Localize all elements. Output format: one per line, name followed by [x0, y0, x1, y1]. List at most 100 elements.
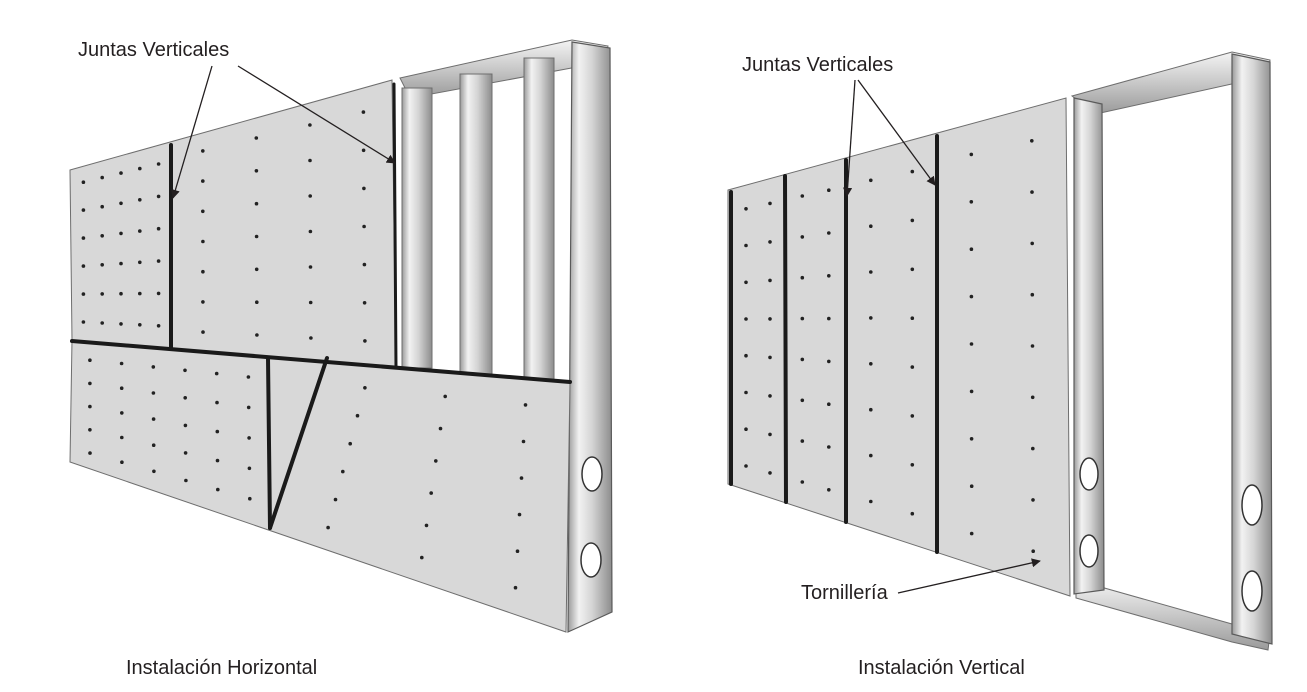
right-panel-b-screw [827, 274, 831, 278]
left-upper-a-screw [138, 166, 142, 171]
left-lower-b-screw [348, 441, 353, 446]
right-panel-c-screw [910, 463, 915, 467]
left-upper-a-screw [156, 162, 161, 166]
right-panel-d-screw [1030, 292, 1035, 297]
right-panel-d-screw [1030, 190, 1034, 194]
left-lower-a-screw [151, 365, 156, 369]
left-upper-a-screw [138, 229, 142, 233]
left-upper-b-screw [362, 262, 367, 267]
right-callout-label: Juntas Verticales [742, 54, 893, 76]
left-lower-b-screw [513, 585, 518, 590]
left-upper-a-screw [81, 208, 86, 212]
left-lower-a-screw [88, 428, 92, 432]
left-lower-b-screw [341, 469, 345, 474]
left-upper-b-screw [308, 229, 313, 234]
left-lower-a-screw [248, 496, 252, 501]
right-panel-c-screw [910, 169, 915, 174]
left-upper-b-screw [201, 239, 205, 244]
left-callout-label: Juntas Verticales [78, 39, 229, 61]
right-panel-d-screw [969, 389, 974, 394]
left-lower-a-screw [246, 405, 251, 410]
left-lower-b-screw [523, 403, 528, 407]
right-panel-b-screw [827, 445, 831, 449]
right-near-stud-hole-1 [1079, 457, 1099, 491]
right-panel-b-screw [800, 439, 805, 443]
right-panel-c-screw [910, 267, 915, 272]
left-callout-arrow-1 [170, 65, 213, 199]
left-upper-a-screw [100, 234, 104, 238]
left-upper-a-screw [156, 291, 161, 296]
left-stud-hole-2 [580, 542, 602, 578]
screws-label: Tornillería [801, 582, 889, 604]
left-lower-a-screw [247, 466, 252, 471]
left-upper-b-screw [362, 186, 366, 191]
right-panel-a-screw [744, 390, 748, 395]
right-joint-2 [783, 174, 788, 504]
right-panel-b-screw [827, 316, 831, 321]
right-panel-c-screw [869, 407, 873, 412]
left-upper-b-screw [308, 158, 312, 163]
left-lower-b-screw [420, 555, 424, 560]
left-upper-b-screw [201, 300, 205, 304]
left-upper-a-screw [119, 322, 123, 326]
left-lower-b-screw [424, 523, 429, 528]
right-panel-a-screw [768, 432, 772, 437]
left-upper-b-screw [361, 110, 366, 114]
left-upper-a-screw [156, 226, 161, 231]
right-panel-b-screw [800, 235, 805, 239]
left-lower-a-screw [215, 400, 219, 405]
left-upper-b-screw [363, 339, 367, 343]
left-lower-a-screw [119, 361, 124, 366]
left-upper-b-screw [254, 201, 259, 206]
left-lower-b-screw [438, 426, 443, 431]
left-upper-a-screw [81, 180, 86, 184]
right-panel-a-screw [744, 317, 748, 321]
left-upper-a-screw [138, 291, 142, 296]
right-panel-b-screw [800, 398, 805, 403]
left-upper-a-screw [138, 260, 142, 265]
left-upper-b-screw [254, 300, 259, 305]
left-stud-2 [459, 73, 493, 377]
left-joints [70, 82, 572, 530]
left-steel-frame [399, 39, 613, 633]
right-panel-b-screw [800, 480, 805, 484]
left-stud-1 [401, 87, 433, 369]
right-panel-b-screw [827, 359, 831, 364]
left-lower-a-screw [183, 368, 187, 373]
left-upper-b-screw [361, 148, 366, 153]
right-panel-d-screw [969, 342, 974, 346]
right-joints [729, 134, 939, 554]
right-boards [727, 97, 1071, 597]
left-lower-b-screw [434, 459, 438, 463]
right-panel-b-screw [800, 275, 805, 280]
right-panel-c-screw [869, 224, 873, 228]
right-panel-d-screw [969, 200, 974, 204]
left-callout-arrow-2 [237, 65, 396, 164]
right-far-stud-hole-2 [1241, 570, 1263, 612]
right-panel-a-screw [744, 243, 748, 248]
right-panel-c-screw [910, 218, 915, 223]
left-upper-a-screw [81, 236, 86, 240]
right-far-stud-hole-1 [1241, 484, 1263, 526]
left-lower-b-screw [326, 525, 330, 530]
left-screws [81, 110, 528, 590]
right-panel-c-screw [910, 414, 915, 418]
left-upper-a-screw [81, 292, 86, 296]
left-upper-b-screw [201, 209, 205, 214]
right-near-stud [1073, 97, 1105, 595]
left-upper-a-screw [100, 263, 104, 267]
left-lower-a-screw [246, 375, 251, 379]
left-lower-a-screw [119, 386, 124, 391]
right-panel-d-screw [969, 294, 974, 299]
left-lower-b-screw [443, 394, 448, 399]
right-near-stud-hole-2 [1079, 534, 1099, 568]
left-upper-a-screw [100, 292, 104, 296]
right-panel-a-screw [744, 353, 748, 358]
left-lower-a-screw [151, 417, 156, 421]
right-panel-c-screw [869, 453, 873, 458]
right-panel-a-screw [768, 278, 772, 283]
right-panel-b-screw [827, 231, 831, 235]
left-lower-b-screw [519, 476, 524, 480]
left-lower-a-screw [215, 458, 220, 463]
left-upper-b-screw [254, 169, 259, 173]
